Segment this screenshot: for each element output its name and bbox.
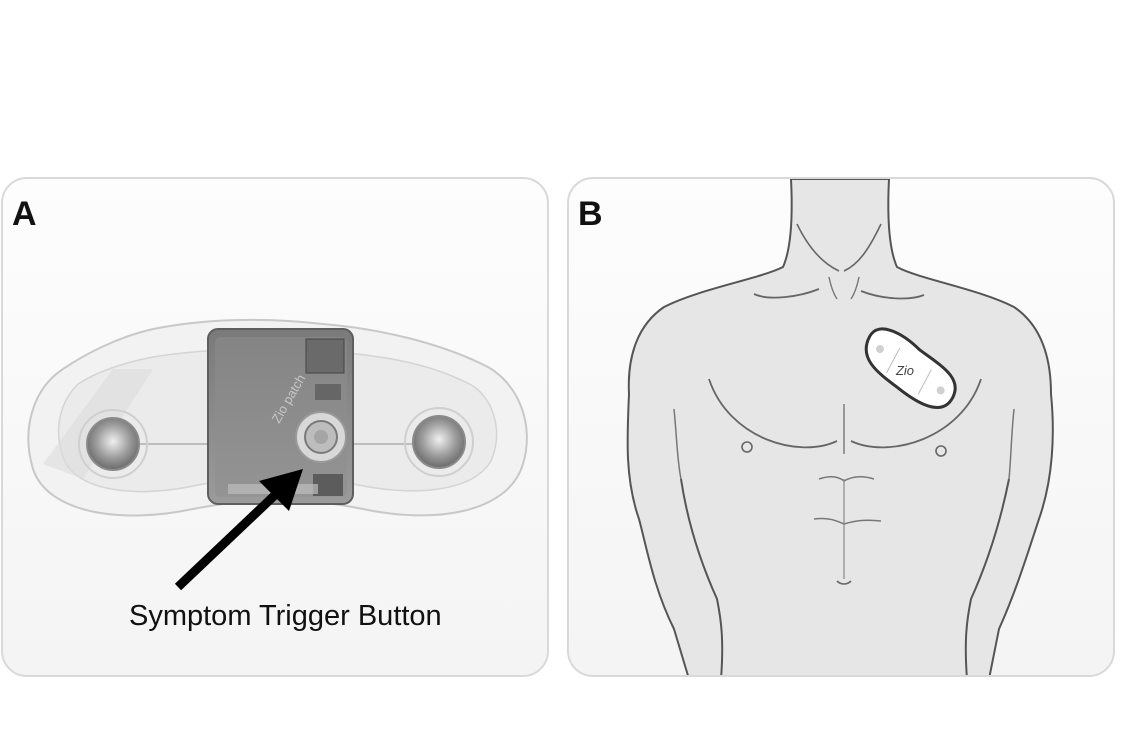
- patch-placement: [864, 327, 957, 409]
- patch-mark: Zio: [895, 363, 914, 378]
- torso-illustration: Zio: [626, 179, 1054, 675]
- panel-b: B: [567, 177, 1115, 677]
- callout-arrow: [174, 491, 279, 591]
- callout-arrowhead: [259, 469, 303, 511]
- device-illustration: Zio patch: [27, 318, 528, 591]
- left-electrode: [86, 417, 140, 471]
- panel-b-letter: B: [578, 195, 603, 233]
- panel-a: A: [1, 177, 549, 677]
- right-electrode: [412, 415, 466, 469]
- symptom-trigger-label: Symptom Trigger Button: [129, 600, 442, 632]
- torso-outline: [626, 179, 1054, 675]
- panel-a-letter: A: [12, 195, 37, 233]
